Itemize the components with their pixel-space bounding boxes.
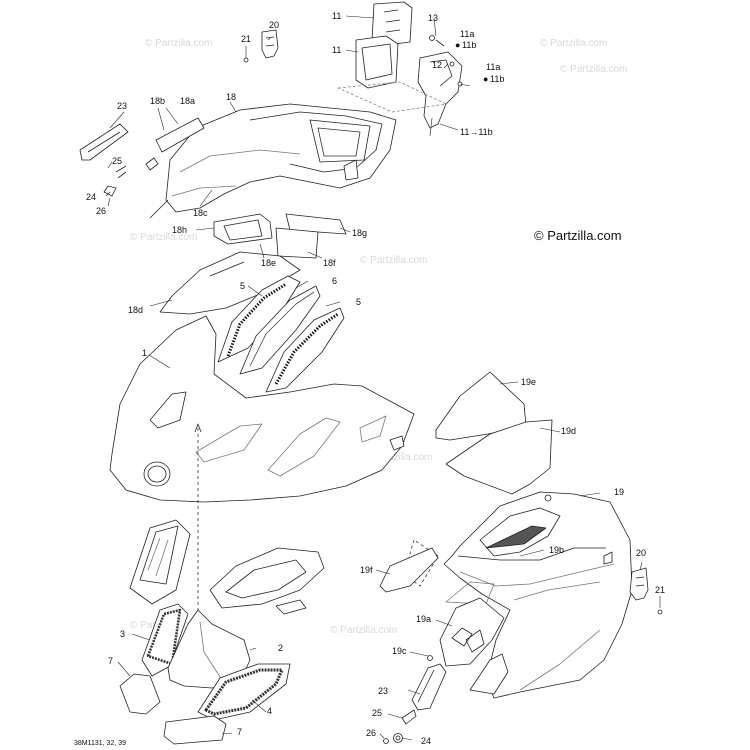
callout-18a: 18a xyxy=(180,96,196,106)
callout-18f: 18f xyxy=(323,258,336,268)
callout-18e: 18e xyxy=(261,258,277,268)
watermark: © Partzilla.com xyxy=(145,38,213,49)
part-1-front-hood xyxy=(109,315,415,625)
callout-3: 3 xyxy=(120,629,126,639)
watermark: © Partzilla.com xyxy=(130,232,198,243)
callout-11a: 11a xyxy=(460,29,475,39)
callout-11b: 11b xyxy=(490,74,505,84)
watermark: © Partzilla.com xyxy=(360,255,428,266)
part-7-cap-bottom xyxy=(163,715,227,745)
callout-23: 23 xyxy=(117,101,128,111)
callout-21: 21 xyxy=(655,585,666,595)
watermark: © Partzilla.com xyxy=(540,38,608,49)
callout-26: 26 xyxy=(96,206,107,216)
callout-18g: 18g xyxy=(352,228,368,238)
part-3-mesh-grille xyxy=(141,603,189,677)
callout-25: 25 xyxy=(372,708,383,718)
callout-24: 24 xyxy=(86,192,97,202)
leader-lines xyxy=(105,15,661,741)
callout-4: 4 xyxy=(267,706,273,716)
part-4-mesh-grille xyxy=(197,663,291,721)
callout-11b: 11b xyxy=(462,40,477,50)
callout-19d: 19d xyxy=(561,426,577,436)
oil-drop-icon: ● xyxy=(455,40,461,50)
partzilla-watermark: © Partzilla.com xyxy=(534,228,622,243)
part-18-lower-panels xyxy=(159,213,347,315)
callout-18h: 18h xyxy=(172,225,188,235)
callout-7: 7 xyxy=(237,727,243,737)
part-20-clip-right xyxy=(629,567,663,615)
part-19-side-panels xyxy=(379,371,633,699)
watermark: © Partzilla.com xyxy=(330,625,398,636)
part-11-module xyxy=(337,1,463,137)
callout-25: 25 xyxy=(112,156,123,166)
part-5-6-vents xyxy=(217,275,345,393)
callout-11-to-11b: 11→11b xyxy=(460,127,493,137)
callout-13: 13 xyxy=(428,13,439,23)
callout-11a: 11a xyxy=(486,62,501,72)
callout-19f: 19f xyxy=(360,565,373,575)
callout-5: 5 xyxy=(240,281,246,291)
callout-11: 11 xyxy=(332,45,342,55)
watermark: © Partzilla.com xyxy=(365,452,433,463)
callout-18c: 18c xyxy=(193,208,208,218)
callout-2: 2 xyxy=(278,643,284,653)
drawing-code: 38M1131, 32, 39 xyxy=(74,740,127,747)
callout-20: 20 xyxy=(636,548,647,558)
part-23-handle-lower xyxy=(383,663,447,744)
callout-1: 1 xyxy=(142,348,148,358)
callout-19b: 19b xyxy=(549,545,565,555)
callout-19c: 19c xyxy=(392,646,407,656)
callout-26: 26 xyxy=(366,728,377,738)
callout-12: 12 xyxy=(432,60,443,70)
callout-24: 24 xyxy=(421,736,432,746)
part-18-upper-panel xyxy=(149,103,397,219)
callout-5: 5 xyxy=(356,297,362,307)
callout-20: 20 xyxy=(269,20,280,30)
callout-18: 18 xyxy=(226,92,237,102)
part-18a-18b xyxy=(79,117,205,197)
callout-19e: 19e xyxy=(521,377,537,387)
callout-18b: 18b xyxy=(150,96,166,106)
part-2-center-vent xyxy=(167,609,251,689)
callout-19a: 19a xyxy=(416,614,432,624)
callout-7: 7 xyxy=(108,656,114,666)
callout-11: 11 xyxy=(332,11,342,21)
callout-18d: 18d xyxy=(128,305,144,315)
oil-drop-icon: ● xyxy=(483,74,489,84)
callout-23: 23 xyxy=(378,686,389,696)
part-top-vent-right xyxy=(209,547,325,615)
part-top-vent-left xyxy=(129,519,191,605)
part-7-cap-left xyxy=(119,673,161,715)
watermark: © Partzilla.com xyxy=(560,64,628,75)
callout-6: 6 xyxy=(332,276,338,286)
callout-21: 21 xyxy=(241,34,252,44)
callout-19: 19 xyxy=(614,487,625,497)
